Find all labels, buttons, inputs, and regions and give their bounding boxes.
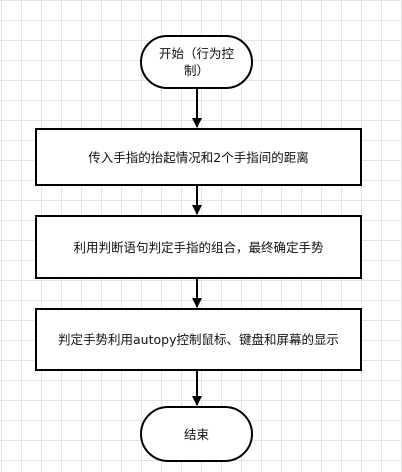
start-node-label: 开始（行为控制） — [158, 46, 234, 78]
process-node-label: 传入手指的抬起情况和2个手指间的距离 — [88, 149, 309, 165]
end-node-label: 结束 — [183, 426, 209, 442]
start-node: 开始（行为控制） — [140, 35, 253, 89]
process-node-label: 利用判断语句判定手指的组合，最终确定手势 — [73, 239, 324, 255]
process-node-label: 判定手势利用autopy控制鼠标、键盘和屏幕的显示 — [58, 332, 339, 347]
process-node-autopy-control: 判定手势利用autopy控制鼠标、键盘和屏幕的显示 — [35, 308, 362, 371]
end-node: 结束 — [140, 406, 253, 462]
process-node-determine-gesture: 利用判断语句判定手指的组合，最终确定手势 — [35, 215, 362, 279]
process-node-pass-finger-state: 传入手指的抬起情况和2个手指间的距离 — [35, 128, 362, 186]
